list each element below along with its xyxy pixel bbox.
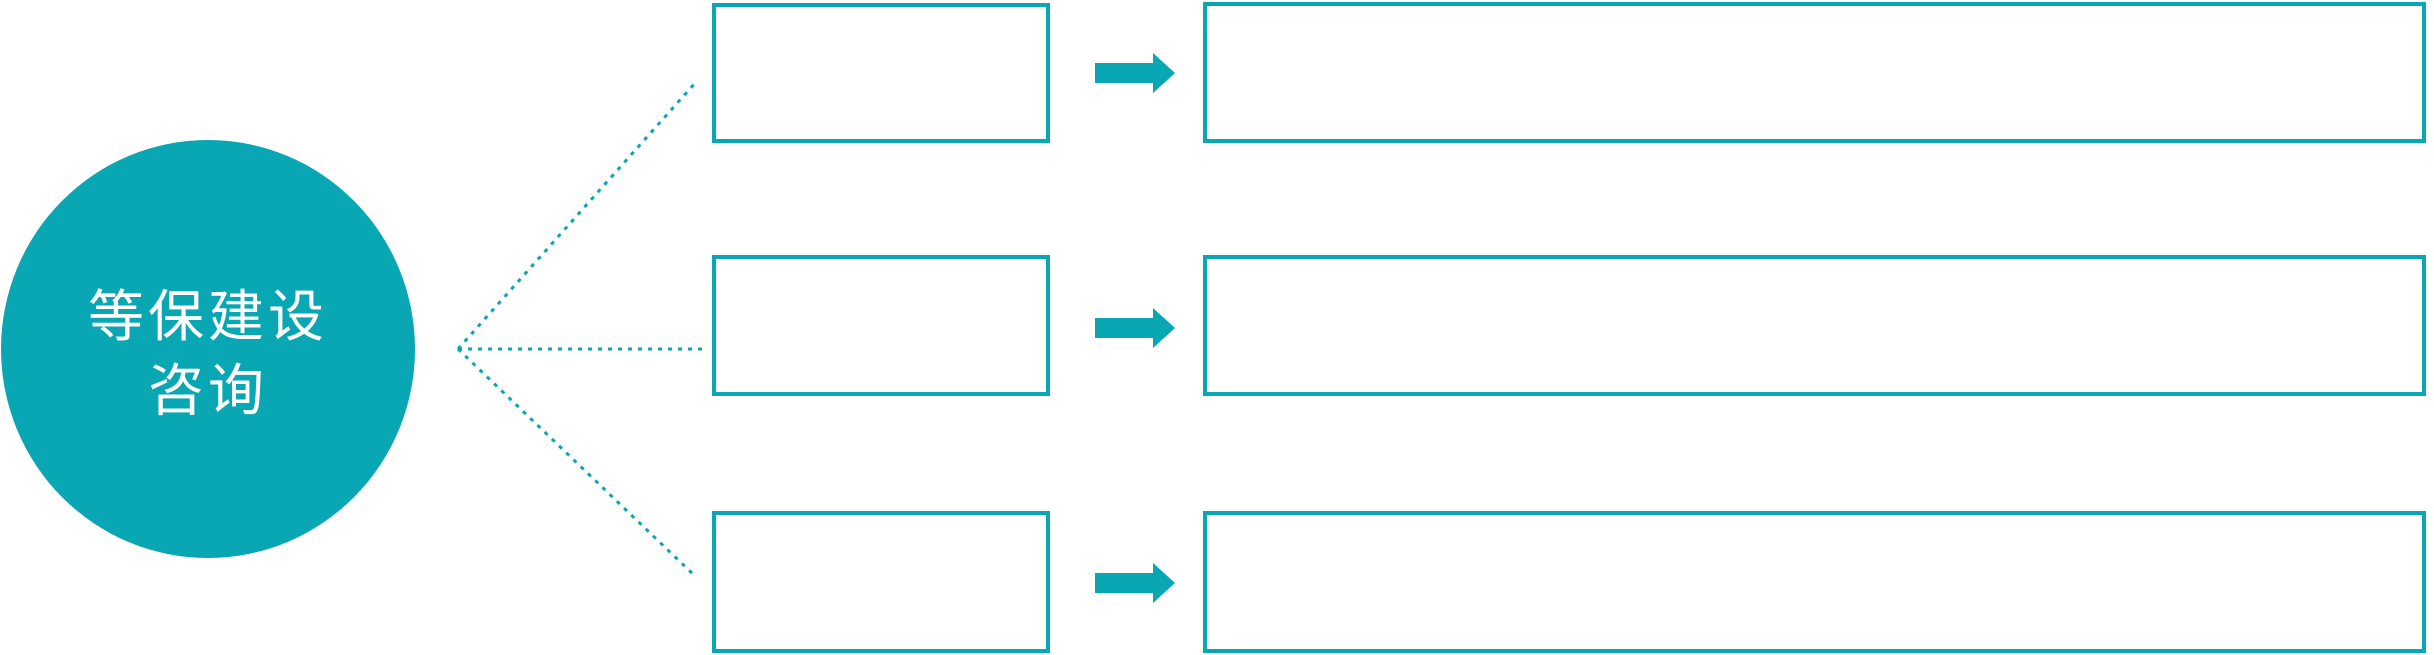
- hub-label-line2: 咨询: [148, 359, 268, 422]
- right-block-arrow-icon: [1095, 308, 1175, 348]
- hub-circle: 等保建设 咨询: [1, 140, 415, 558]
- right-block-arrow-icon: [1095, 53, 1175, 93]
- step-box-2: [712, 255, 1050, 396]
- connector-line-top: [456, 81, 698, 350]
- detail-box-3: [1203, 511, 2426, 653]
- step-box-1: [712, 3, 1050, 143]
- detail-box-1: [1203, 2, 2426, 143]
- connector-line-bottom: [456, 347, 698, 579]
- hub-label-line1: 等保建设: [88, 285, 328, 348]
- detail-box-2: [1203, 255, 2426, 396]
- right-block-arrow-icon: [1095, 563, 1175, 603]
- hub-label: 等保建设 咨询: [88, 280, 328, 428]
- step-box-3: [712, 511, 1050, 653]
